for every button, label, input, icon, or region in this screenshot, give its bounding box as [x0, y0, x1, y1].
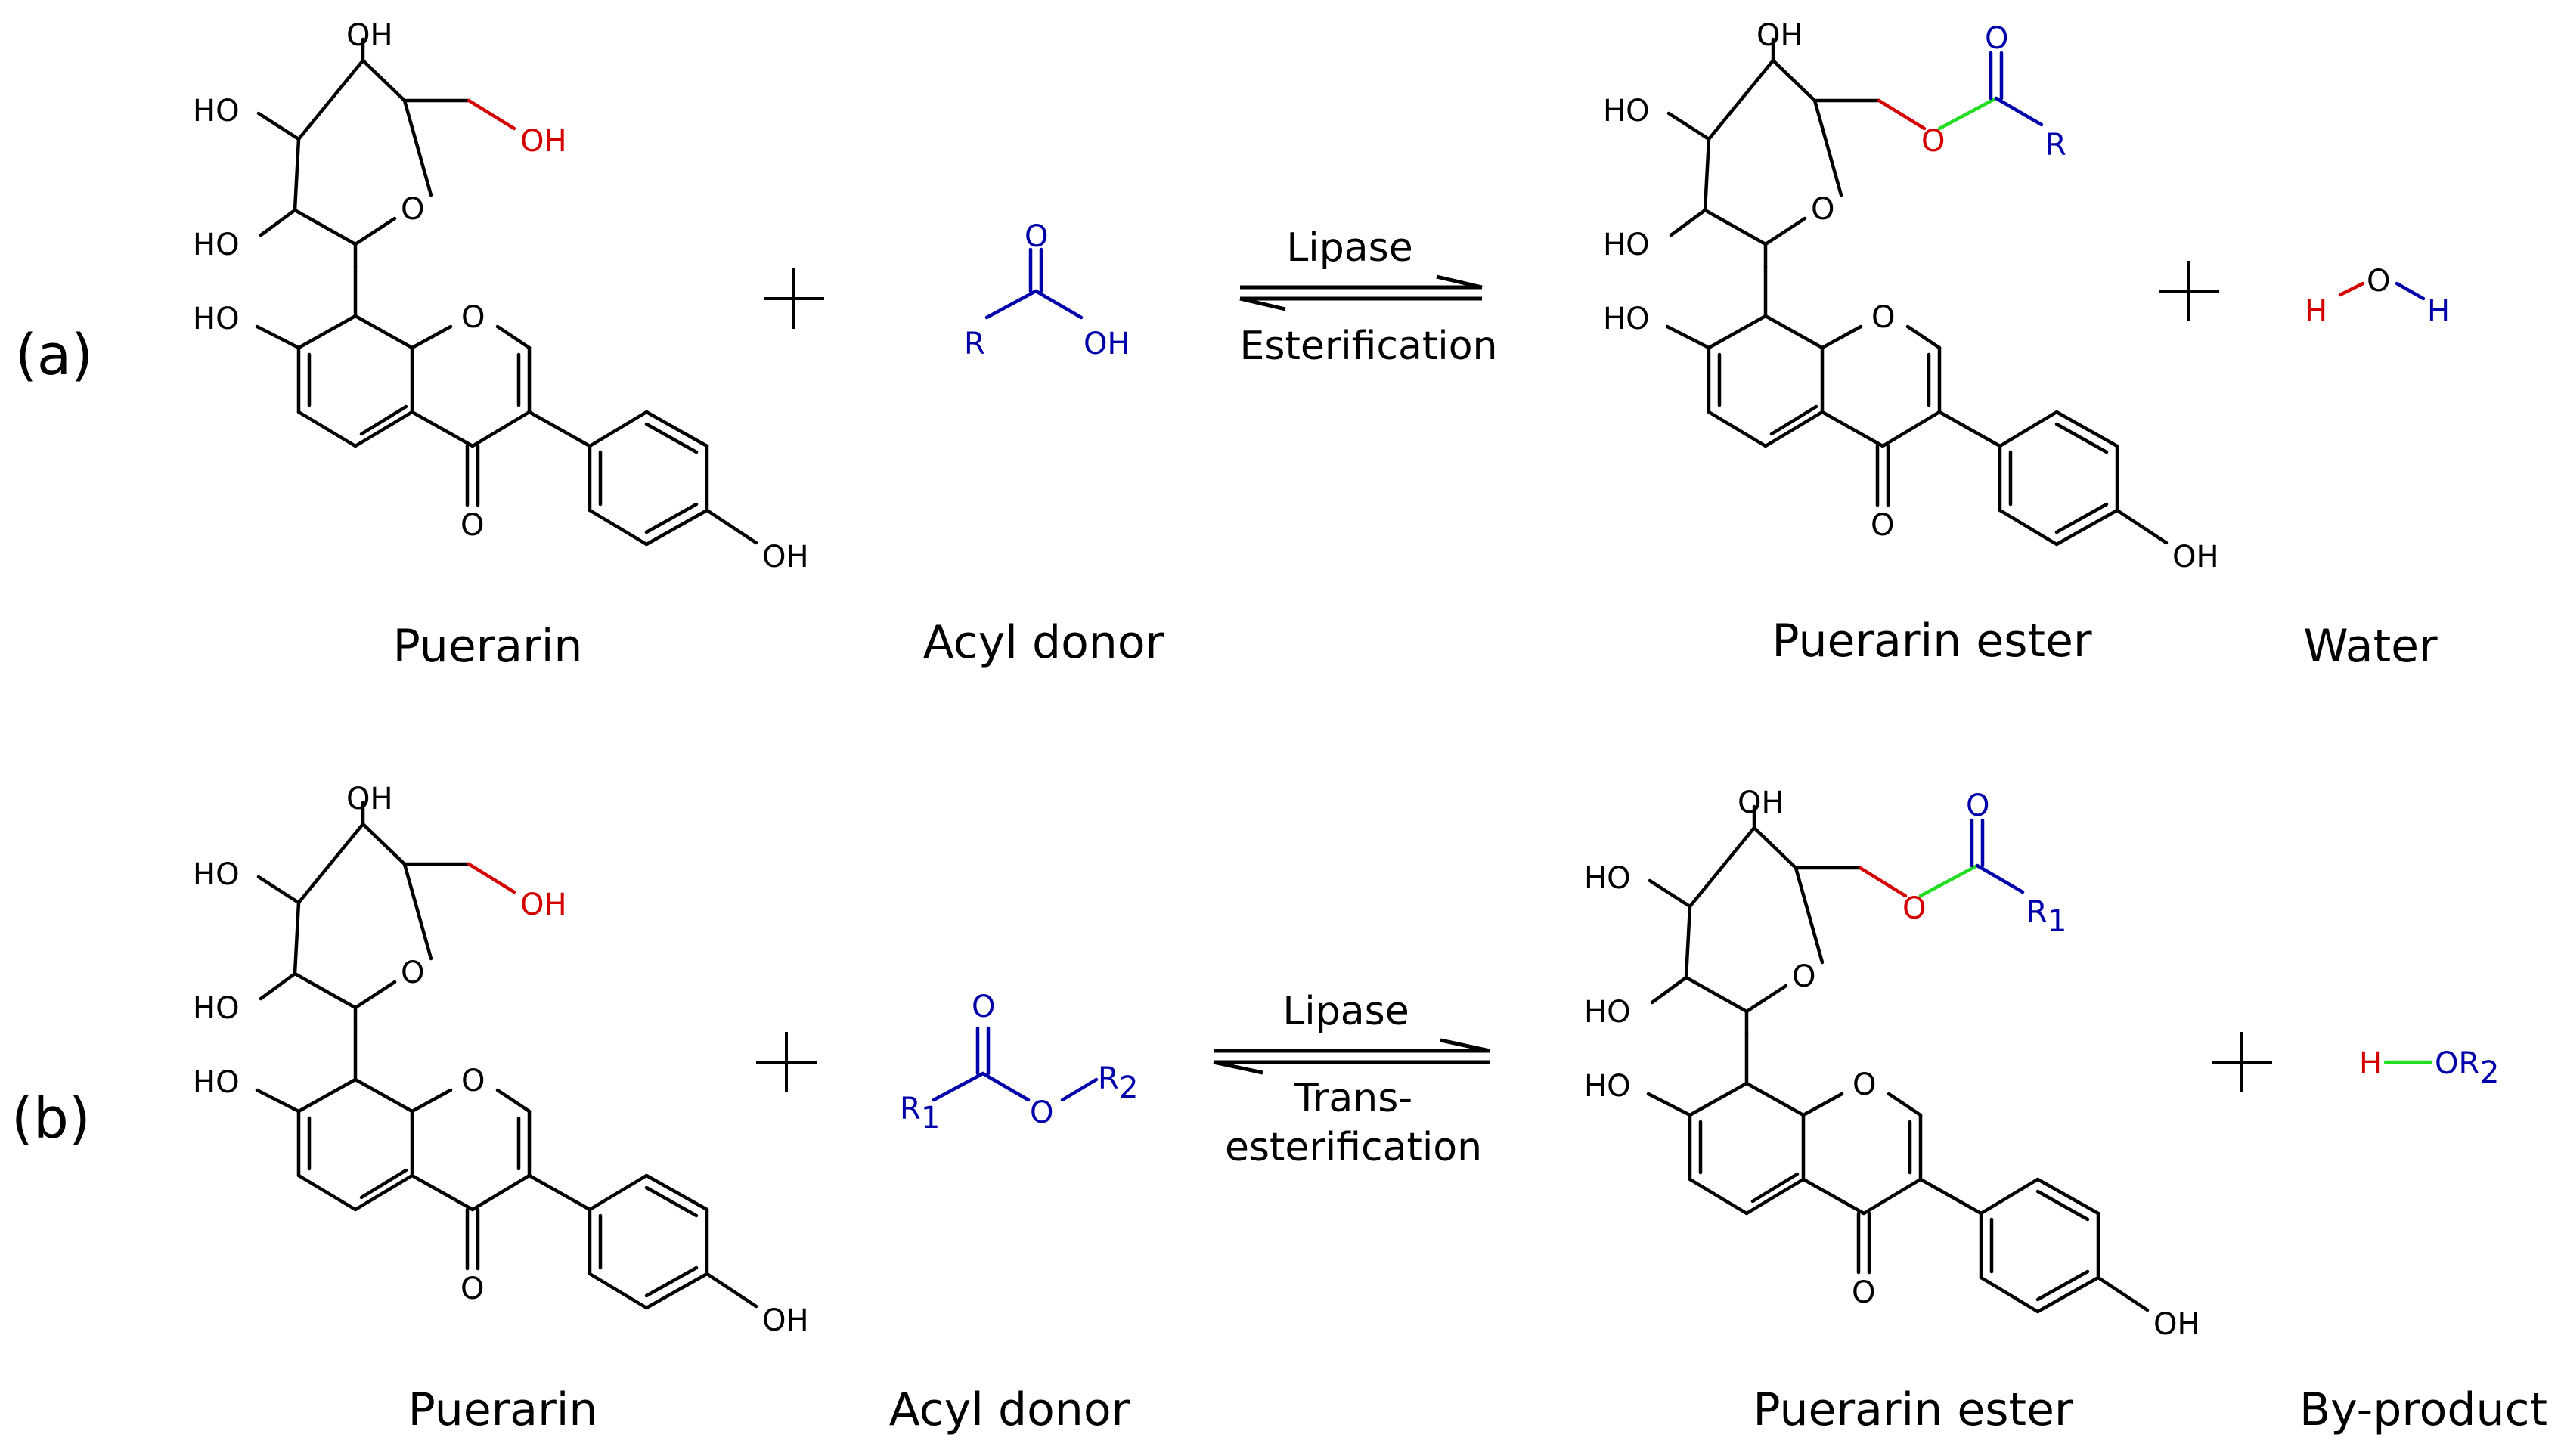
plus-sign-a1	[764, 268, 824, 329]
atom-ring-o-chromone: O	[461, 300, 485, 335]
atom-ring-o-chromone-ester-a: O	[1871, 300, 1895, 335]
panel-b: (b) OH HO HO OH O HO O O OH Puerarin	[11, 782, 2547, 1436]
atom-donor-r2: R	[1098, 1061, 1119, 1096]
atom-oh-top-ester-b: OH	[1738, 785, 1784, 820]
acyl-donor-ester-b: O R 1 O R 2	[900, 990, 1138, 1135]
atom-byproduct-or: OR	[2435, 1046, 2479, 1081]
atom-primary-oh-b: OH	[520, 888, 567, 922]
puerarin-ester-structure-b: OH HO HO O HO O O OH O O R 1	[1584, 785, 2200, 1342]
atom-acid-oh: OH	[1084, 327, 1130, 361]
atom-ho-lower-ester-a: HO	[1603, 228, 1650, 262]
caption-by-product: By-product	[2299, 1383, 2547, 1436]
atom-ring-o-chromone-ester-b: O	[1852, 1067, 1876, 1102]
acyl-donor-acid-a: O R OH	[964, 219, 1130, 361]
atom-oh-top: OH	[346, 18, 393, 53]
atom-ester-o-b: O	[1902, 891, 1926, 926]
reaction-label-a: Esterification	[1240, 324, 1498, 369]
panel-a-label: (a)	[15, 323, 93, 388]
atom-phenol-oh-ester-b: OH	[2153, 1307, 2200, 1342]
atom-ho-upper-ester-b: HO	[1584, 861, 1631, 896]
atom-water-o: O	[2367, 264, 2390, 299]
water-molecule: H O H	[2305, 264, 2450, 329]
atom-ring-o-chromone-b: O	[461, 1064, 485, 1098]
atom-donor-r2-sub: 2	[1119, 1070, 1138, 1105]
atom-ester-carbonyl-o-a: O	[1985, 21, 2008, 56]
atom-ring-o-sugar-ester-a: O	[1811, 192, 1834, 227]
reaction-label-b-line1: Trans-	[1294, 1076, 1412, 1121]
caption-acyl-donor-a: Acyl donor	[923, 616, 1164, 669]
atom-ho-lower-b: HO	[193, 991, 240, 1026]
atom-primary-oh: OH	[520, 124, 567, 159]
atom-ho-7: HO	[193, 302, 240, 336]
atom-byproduct-sub: 2	[2480, 1055, 2499, 1090]
plus-sign-b1	[756, 1032, 817, 1092]
atom-ring-o-sugar-ester-b: O	[1792, 959, 1815, 994]
atom-oh-top-b: OH	[346, 782, 393, 816]
caption-puerarin-a: Puerarin	[393, 620, 583, 673]
atom-ho-lower-ester-b: HO	[1584, 995, 1631, 1030]
reaction-label-b-line2: esterification	[1225, 1125, 1482, 1170]
catalyst-label-b: Lipase	[1282, 989, 1409, 1034]
caption-acyl-donor-b: Acyl donor	[889, 1383, 1130, 1436]
caption-puerarin-ester-a: Puerarin ester	[1772, 615, 2092, 668]
atom-donor-r1: R	[900, 1092, 921, 1126]
atom-ring-o-sugar-b: O	[401, 956, 424, 990]
atom-ester-r1-b: R	[2026, 895, 2048, 930]
caption-puerarin-b: Puerarin	[408, 1383, 598, 1436]
atom-byproduct-h: H	[2359, 1046, 2382, 1081]
atom-acid-carbonyl-o: O	[1025, 219, 1048, 254]
atom-acid-r: R	[964, 327, 985, 361]
atom-keto-o: O	[460, 508, 484, 543]
atom-phenol-oh-ester-a: OH	[2172, 540, 2219, 575]
caption-puerarin-ester-b: Puerarin ester	[1753, 1383, 2073, 1436]
caption-water: Water	[2303, 620, 2438, 673]
atom-ho-upper-ester-a: HO	[1603, 94, 1650, 129]
atom-ho-lower: HO	[193, 228, 240, 262]
atom-oh-top-ester-a: OH	[1756, 18, 1803, 53]
atom-phenol-oh-b: OH	[762, 1303, 809, 1338]
atom-water-h1: H	[2305, 294, 2327, 329]
byproduct-molecule: H OR 2	[2359, 1046, 2499, 1090]
equilibrium-arrow-b	[1213, 1038, 1490, 1075]
atom-water-h2: H	[2427, 294, 2450, 329]
atom-keto-o-ester-b: O	[1852, 1275, 1875, 1310]
atom-ho-7-b: HO	[193, 1065, 240, 1100]
atom-ester-r1-sub-b: 1	[2048, 904, 2066, 939]
panel-b-label: (b)	[11, 1086, 91, 1151]
atom-ester-r-a: R	[2045, 128, 2066, 163]
atom-ho-7-ester-a: HO	[1603, 302, 1650, 336]
atom-keto-o-b: O	[460, 1272, 484, 1306]
atom-donor-r1-sub: 1	[921, 1101, 940, 1135]
equilibrium-arrow-a	[1239, 274, 1483, 311]
puerarin-structure-b: OH HO HO OH O HO O O OH	[193, 782, 809, 1338]
atom-ho-7-ester-b: HO	[1584, 1069, 1631, 1104]
puerarin-structure-a: OH HO HO OH O HO O O OH	[193, 18, 809, 575]
atom-keto-o-ester-a: O	[1871, 508, 1894, 543]
plus-sign-a2	[2159, 261, 2219, 321]
atom-ho-upper-b: HO	[193, 857, 240, 892]
puerarin-ester-structure-a: OH HO HO O HO O O OH O O R	[1603, 18, 2219, 575]
atom-phenol-oh: OH	[762, 540, 809, 575]
plus-sign-b2	[2212, 1032, 2272, 1092]
atom-donor-carbonyl-o: O	[972, 990, 995, 1024]
atom-ho-upper: HO	[193, 94, 240, 129]
panel-a: (a) OH HO HO OH O HO O O OH Puerarin	[15, 18, 2450, 673]
atom-donor-o: O	[1030, 1095, 1053, 1130]
atom-ring-o-sugar: O	[401, 192, 424, 227]
catalyst-label-a: Lipase	[1286, 225, 1412, 271]
atom-ester-carbonyl-o-b: O	[1966, 788, 1989, 823]
atom-ester-o-a: O	[1921, 124, 1945, 159]
